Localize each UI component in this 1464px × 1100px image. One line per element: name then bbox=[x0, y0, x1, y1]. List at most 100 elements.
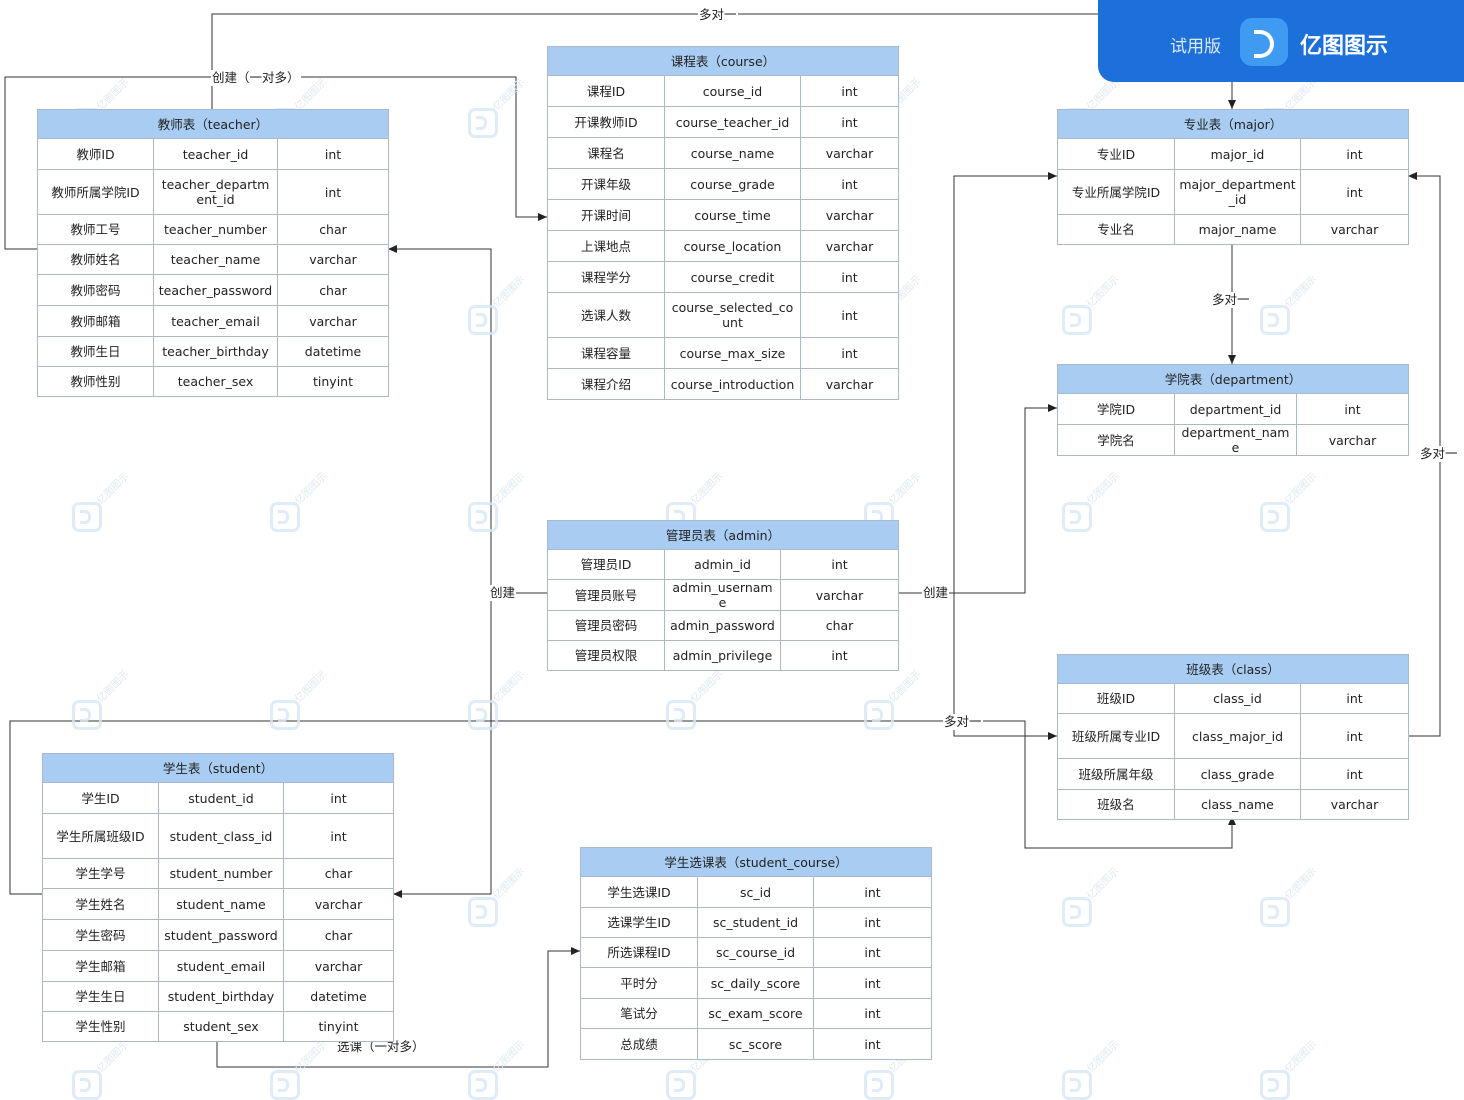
watermark-icon bbox=[864, 700, 894, 730]
field-name: sc_score bbox=[697, 1028, 814, 1060]
field-name: course_selected_count bbox=[664, 292, 801, 338]
field-label: 专业所属学院ID bbox=[1057, 169, 1175, 215]
line-student-sc bbox=[216, 947, 580, 1068]
field-label: 班级所属专业ID bbox=[1057, 713, 1175, 759]
field-name: course_grade bbox=[664, 168, 801, 200]
field-label: 学生所属班级ID bbox=[42, 813, 159, 859]
field-name: course_time bbox=[664, 199, 801, 231]
watermark-icon bbox=[468, 897, 498, 927]
watermark-icon bbox=[468, 108, 498, 138]
line-admin-class bbox=[953, 593, 1057, 740]
field-label: 学生ID bbox=[42, 782, 159, 814]
field-type: int bbox=[800, 337, 899, 369]
field-type: int bbox=[813, 907, 932, 938]
field-name: teacher_sex bbox=[153, 366, 278, 397]
relation-label-admin-create-right: 创建 bbox=[922, 585, 950, 601]
field-label: 管理员ID bbox=[547, 549, 665, 580]
field-type: int bbox=[1299, 713, 1410, 759]
watermark-icon bbox=[1260, 1070, 1290, 1100]
field-type: varchar bbox=[800, 199, 899, 231]
field-label: 课程名 bbox=[547, 137, 665, 169]
field-name: student_number bbox=[158, 858, 284, 889]
field-label: 上课地点 bbox=[547, 230, 665, 262]
field-label: 总成绩 bbox=[580, 1028, 698, 1060]
relation-label-admin-create-left: 创建 bbox=[489, 585, 517, 601]
field-label: 开课年级 bbox=[547, 168, 665, 200]
field-label: 开课时间 bbox=[547, 199, 665, 231]
field-name: teacher_id bbox=[153, 138, 278, 170]
field-label: 课程学分 bbox=[547, 261, 665, 293]
field-name: admin_username bbox=[664, 579, 781, 611]
field-type: int bbox=[277, 138, 389, 170]
trial-banner[interactable]: 试用版 亿图图示 bbox=[1098, 0, 1464, 82]
field-label: 教师ID bbox=[37, 138, 154, 170]
field-name: sc_course_id bbox=[697, 937, 814, 968]
field-type: varchar bbox=[277, 244, 389, 275]
watermark-icon bbox=[270, 502, 300, 532]
field-label: 学生生日 bbox=[42, 981, 159, 1012]
table-title: 课程表（course） bbox=[547, 46, 899, 76]
field-type: char bbox=[283, 858, 394, 889]
table-title: 学院表（department） bbox=[1057, 364, 1409, 394]
line-admin-teacher bbox=[388, 245, 547, 594]
field-name: course_id bbox=[664, 75, 801, 107]
field-label: 教师邮箱 bbox=[37, 305, 154, 337]
field-label: 学院名 bbox=[1057, 424, 1175, 456]
field-label: 选课人数 bbox=[547, 292, 665, 338]
field-type: int bbox=[779, 549, 900, 580]
